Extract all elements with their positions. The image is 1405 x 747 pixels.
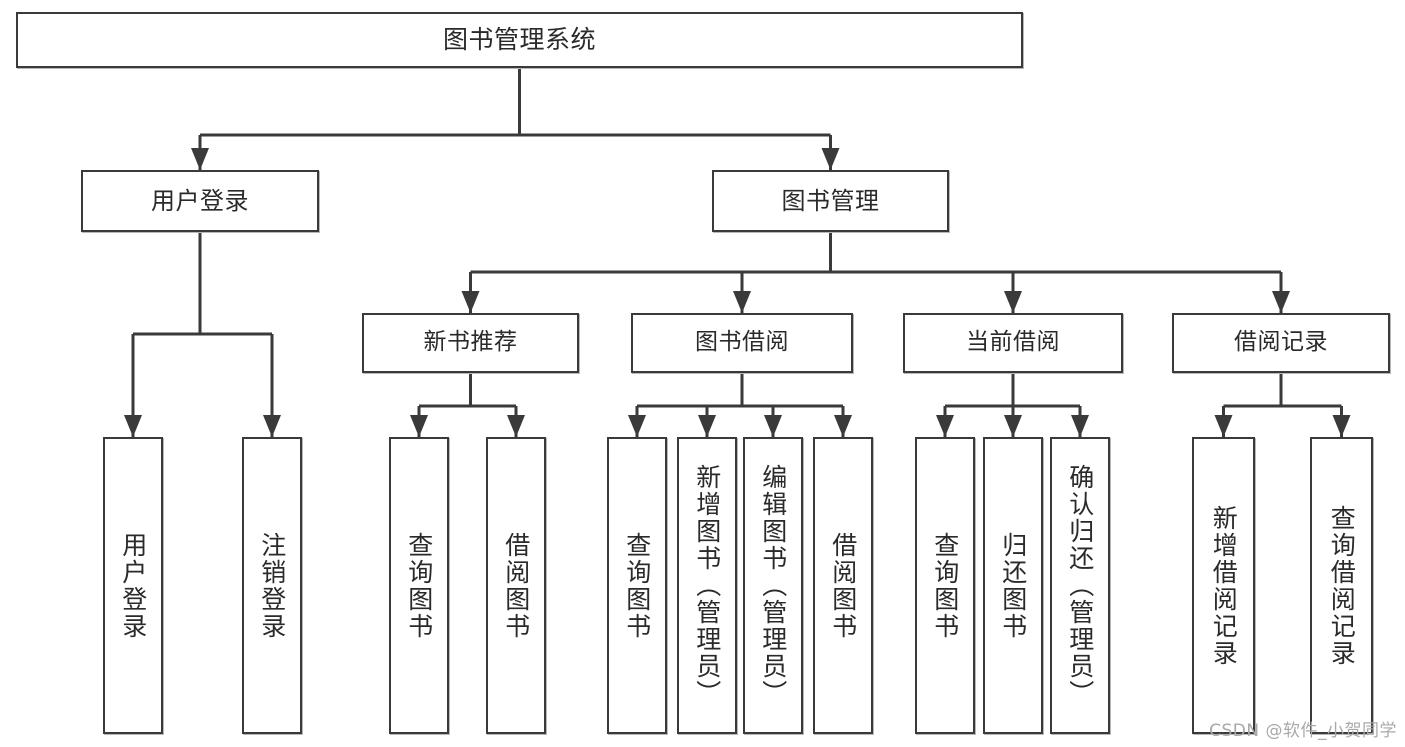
edge-arrowhead xyxy=(461,291,480,313)
node-label: 当前借阅 xyxy=(966,329,1060,356)
edge-arrowhead xyxy=(764,415,782,437)
edge-arrowhead xyxy=(1071,415,1089,437)
node-new-book-rec: 新书推荐 xyxy=(362,313,579,373)
edge-arrowhead xyxy=(410,415,428,437)
edge-arrowhead xyxy=(821,148,840,170)
node-label: 确认归还（管理员） xyxy=(1065,464,1095,707)
node-user-login: 用户登录 xyxy=(81,170,319,232)
edge-arrowhead xyxy=(1004,415,1022,437)
node-leaf-user-login: 用户登录 xyxy=(103,437,163,734)
edge-arrowhead xyxy=(1332,415,1351,437)
edge-arrowhead xyxy=(733,291,751,313)
node-book-manage: 图书管理 xyxy=(712,170,949,232)
node-label: 图书借阅 xyxy=(695,329,789,356)
node-leaf-query-record: 查询借阅记录 xyxy=(1310,437,1373,734)
node-label: 借阅图书 xyxy=(501,531,531,640)
node-leaf-borrow-book-1: 借阅图书 xyxy=(486,437,546,734)
edge-arrowhead xyxy=(1004,291,1022,313)
node-label: 新增图书（管理员） xyxy=(692,464,722,707)
node-book-borrow: 图书借阅 xyxy=(631,313,853,373)
node-label: 查询图书 xyxy=(404,531,434,640)
node-label: 新增借阅记录 xyxy=(1209,504,1239,667)
edge-arrowhead xyxy=(191,148,209,170)
node-label: 新书推荐 xyxy=(423,329,518,356)
node-leaf-confirm-return: 确认归还（管理员） xyxy=(1050,437,1110,734)
edge-arrowhead xyxy=(263,415,281,437)
node-label: 查询借阅记录 xyxy=(1327,504,1357,667)
node-label: 用户登录 xyxy=(151,186,249,215)
node-label: 归还图书 xyxy=(998,531,1028,640)
node-leaf-query-book-3: 查询图书 xyxy=(915,437,975,734)
edge-arrowhead xyxy=(1214,415,1233,437)
node-leaf-query-book-2: 查询图书 xyxy=(607,437,667,734)
node-leaf-return-book: 归还图书 xyxy=(983,437,1043,734)
node-label: 用户登录 xyxy=(118,531,148,640)
node-label: 编辑图书（管理员） xyxy=(758,464,788,707)
node-leaf-add-record: 新增借阅记录 xyxy=(1192,437,1255,734)
node-label: 图书管理 xyxy=(781,186,880,215)
node-label: 查询图书 xyxy=(622,531,652,640)
node-label: 查询图书 xyxy=(930,531,960,640)
node-leaf-query-book-1: 查询图书 xyxy=(389,437,449,734)
edge-arrowhead xyxy=(628,415,646,437)
node-leaf-edit-book: 编辑图书（管理员） xyxy=(743,437,803,734)
edge-arrowhead xyxy=(698,415,716,437)
node-leaf-add-book: 新增图书（管理员） xyxy=(677,437,737,734)
edge-arrowhead xyxy=(936,415,954,437)
node-label: 注销登录 xyxy=(257,531,287,640)
node-leaf-borrow-book-2: 借阅图书 xyxy=(813,437,873,734)
node-label: 图书管理系统 xyxy=(442,25,596,54)
node-label: 借阅图书 xyxy=(828,531,858,640)
node-root: 图书管理系统 xyxy=(16,12,1023,68)
edge-arrowhead xyxy=(1272,291,1290,313)
node-label: 借阅记录 xyxy=(1234,329,1328,356)
edge-arrowhead xyxy=(507,415,525,437)
node-current-borrow: 当前借阅 xyxy=(903,313,1123,373)
node-borrow-record: 借阅记录 xyxy=(1172,313,1390,373)
node-leaf-user-logout: 注销登录 xyxy=(242,437,302,734)
edge-arrowhead xyxy=(124,415,142,437)
edge-arrowhead xyxy=(834,415,852,437)
